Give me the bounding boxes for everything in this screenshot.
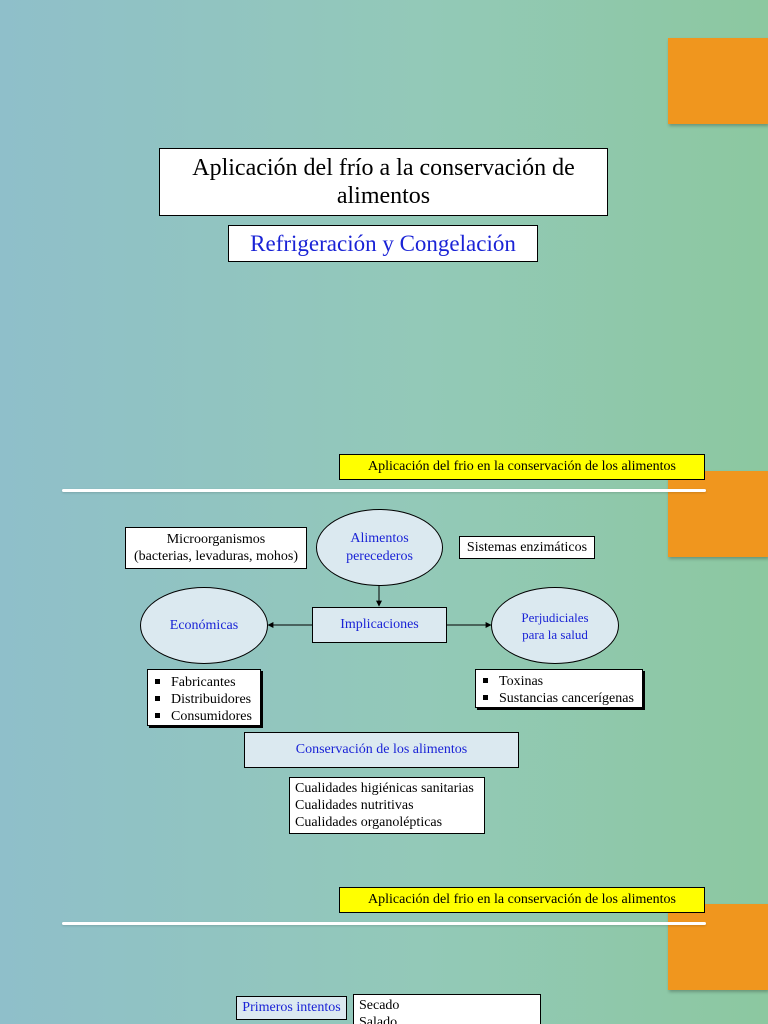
list-item: Fabricantes [148, 674, 260, 691]
orange-accent-block [668, 38, 768, 124]
header-divider [62, 489, 706, 492]
orange-accent-block [668, 471, 768, 557]
primeros-intentos-box: Primeros intentos [236, 996, 347, 1020]
implicaciones-box: Implicaciones [312, 607, 447, 643]
slide-1: Aplicación del frío a la conservación de… [0, 0, 768, 433]
list-item: Toxinas [476, 673, 642, 690]
list-item: Distribuidores [148, 691, 260, 708]
diagram-connectors [267, 585, 492, 628]
slide-subtitle: Refrigeración y Congelación [228, 225, 538, 262]
cualidades-box: Cualidades higiénicas sanitarias Cualida… [289, 777, 485, 834]
health-risks-list: Toxinas Sustancias cancerígenas [475, 669, 643, 708]
list-item: Sustancias cancerígenas [476, 690, 642, 707]
list-item: Consumidores [148, 708, 260, 725]
economic-actors-list: Fabricantes Distribuidores Consumidores [147, 669, 261, 726]
list-item: Salado [359, 1015, 398, 1024]
list-item: Secado [359, 998, 400, 1013]
conservacion-box: Conservación de los alimentos [244, 732, 519, 768]
perjudiciales-salud-node: Perjudiciales para la salud [491, 587, 619, 664]
slide-header: Aplicación del frio en la conservación d… [339, 454, 705, 480]
economicas-node: Económicas [140, 587, 268, 664]
primeros-methods-box: Secado Salado [353, 994, 541, 1024]
slide-header: Aplicación del frio en la conservación d… [339, 887, 705, 913]
slide-2: Aplicación del frio en la conservación d… [0, 433, 768, 866]
sistemas-enzimaticos-box: Sistemas enzimáticos [459, 536, 595, 559]
microorganismos-box: Microorganismos (bacterias, levaduras, m… [125, 527, 307, 569]
header-divider [62, 922, 706, 925]
alimentos-perecederos-node: Alimentos perecederos [316, 509, 443, 586]
orange-accent-block [668, 904, 768, 990]
slide-3: Aplicación del frio en la conservación d… [0, 866, 768, 1024]
slide-title: Aplicación del frío a la conservación de… [159, 148, 608, 216]
